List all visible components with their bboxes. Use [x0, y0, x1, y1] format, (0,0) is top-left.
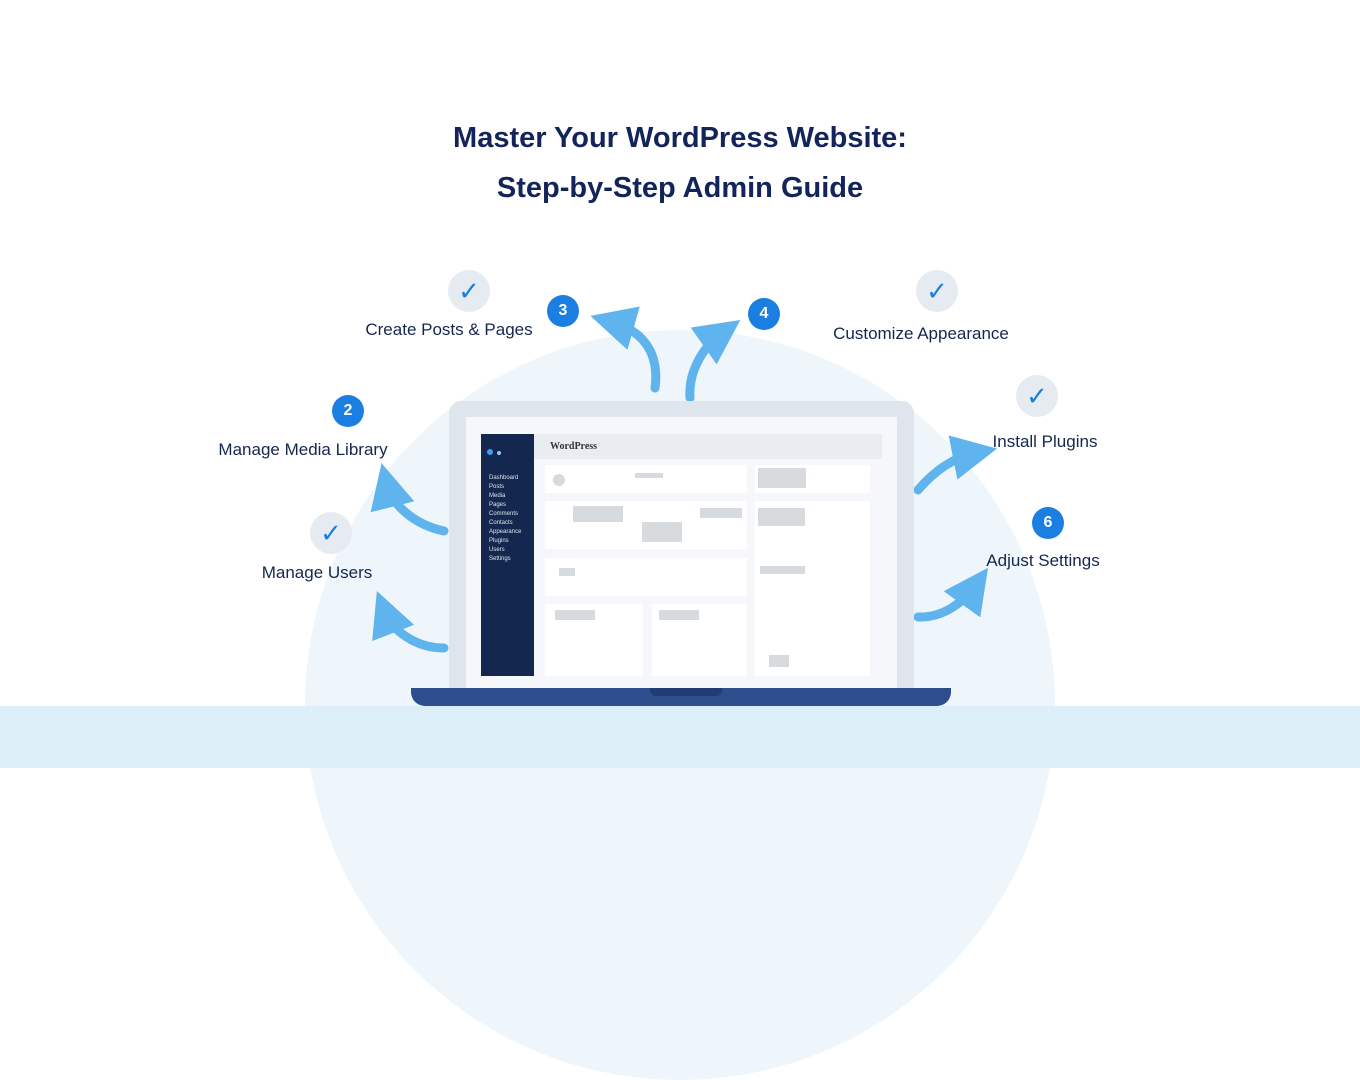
arrow-create-posts: [590, 306, 661, 393]
step-install-plugins: Install Plugins: [992, 432, 1098, 451]
step-media-library: Manage Media Library: [218, 440, 388, 459]
floor-band: [0, 706, 1360, 768]
check-icon: ✓: [916, 270, 958, 312]
card: [545, 604, 643, 676]
arrow-users: [372, 591, 449, 653]
check-icon: ✓: [1016, 375, 1058, 417]
step-create-posts: Create Posts & Pages: [365, 320, 533, 339]
title-line-1: Master Your WordPress Website:: [453, 122, 907, 154]
card: [652, 604, 747, 676]
sidebar-item: Comments: [489, 511, 519, 517]
sidebar-item: Appearance: [489, 529, 522, 535]
check-icon: ✓: [310, 512, 352, 554]
arrows: [370, 306, 998, 653]
card: [545, 558, 747, 596]
step-badge-3: 3: [547, 295, 579, 327]
sidebar-item: Posts: [489, 484, 505, 490]
admin-sidebar: Dashboard Posts Media Pages Comments Con…: [481, 434, 534, 676]
step-badge-6: 6: [1032, 507, 1064, 539]
admin-brand: WordPress: [550, 441, 598, 452]
arrow-settings: [913, 567, 989, 622]
step-customize-appearance: Customize Appearance: [833, 324, 1009, 343]
step-adjust-settings: Adjust Settings: [986, 551, 1100, 570]
sidebar-item: Settings: [489, 556, 511, 562]
step-manage-users: Manage Users: [261, 563, 373, 582]
arrow-plugins: [913, 435, 998, 495]
sidebar-item: Contacts: [489, 520, 513, 526]
card: [545, 501, 747, 549]
card: [755, 465, 870, 493]
sidebar-item: Pages: [489, 502, 507, 508]
card: [755, 501, 870, 676]
sidebar-item: Plugins: [489, 538, 509, 544]
laptop-notch: [650, 688, 722, 696]
sidebar-item: Users: [489, 547, 505, 553]
step-badge-4: 4: [748, 298, 780, 330]
arrow-media: [370, 463, 449, 536]
sidebar-item: Dashboard: [489, 475, 519, 481]
laptop-base: [411, 688, 951, 706]
arrow-customize: [685, 320, 741, 403]
check-icon: ✓: [448, 270, 490, 312]
sidebar-item: Media: [489, 493, 506, 499]
title-line-2: Step-by-Step Admin Guide: [496, 172, 864, 204]
step-badge-2: 2: [332, 395, 364, 427]
admin-topbar: [534, 434, 882, 459]
card: [545, 465, 747, 493]
